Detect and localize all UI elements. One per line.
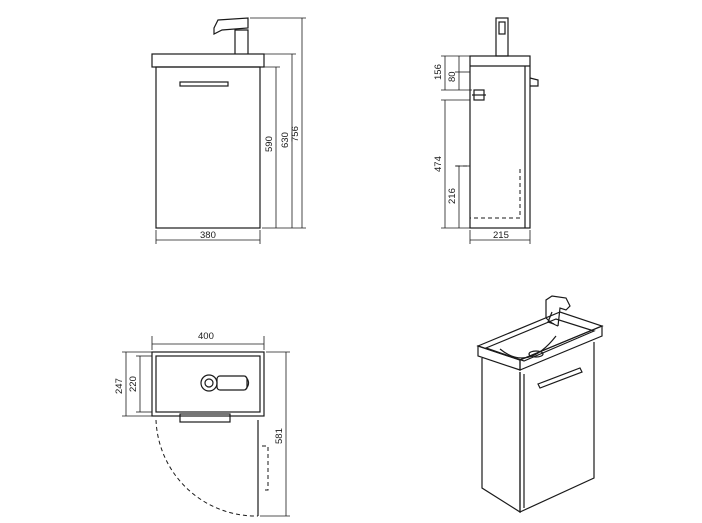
front-door-handle [179, 81, 229, 87]
isometric-view [476, 295, 604, 514]
side-view: 156 80 474 216 215 [433, 17, 539, 244]
side-knob [529, 77, 539, 87]
dim-side-474: 474 [433, 156, 444, 172]
side-siphon-dashed [456, 165, 521, 219]
top-basin-outer [151, 351, 265, 417]
top-handle [179, 413, 231, 423]
top-faucet-base [200, 374, 218, 392]
dim-top-width: 400 [198, 331, 214, 342]
iso-door-handle [537, 367, 583, 389]
dim-front-756: 756 [290, 126, 301, 142]
dim-side-156: 156 [433, 64, 444, 80]
front-basin [151, 53, 265, 68]
front-cabinet [155, 66, 261, 229]
dim-side-depth: 215 [493, 230, 509, 241]
dim-side-216: 216 [447, 188, 458, 204]
door-handle-dashed [262, 445, 269, 491]
door-swing-arc [155, 419, 259, 517]
dim-front-590: 590 [264, 136, 275, 152]
dim-top-247: 247 [114, 378, 125, 394]
front-view: 380 590 630 756 [151, 17, 306, 244]
side-faucet [495, 17, 509, 57]
dim-front-630: 630 [280, 132, 291, 148]
top-view: 400 247 220 581 [114, 331, 290, 517]
side-cabinet [469, 55, 531, 229]
dim-side-80: 80 [447, 71, 458, 82]
front-faucet-lever [213, 17, 249, 35]
front-faucet-body [234, 29, 249, 54]
iso-cabinet-front [519, 342, 595, 513]
dim-door-581: 581 [274, 428, 285, 444]
iso-cabinet-side [481, 358, 521, 514]
dim-front-width: 380 [200, 230, 216, 241]
iso-faucet [545, 295, 571, 327]
dim-top-220: 220 [128, 376, 139, 392]
